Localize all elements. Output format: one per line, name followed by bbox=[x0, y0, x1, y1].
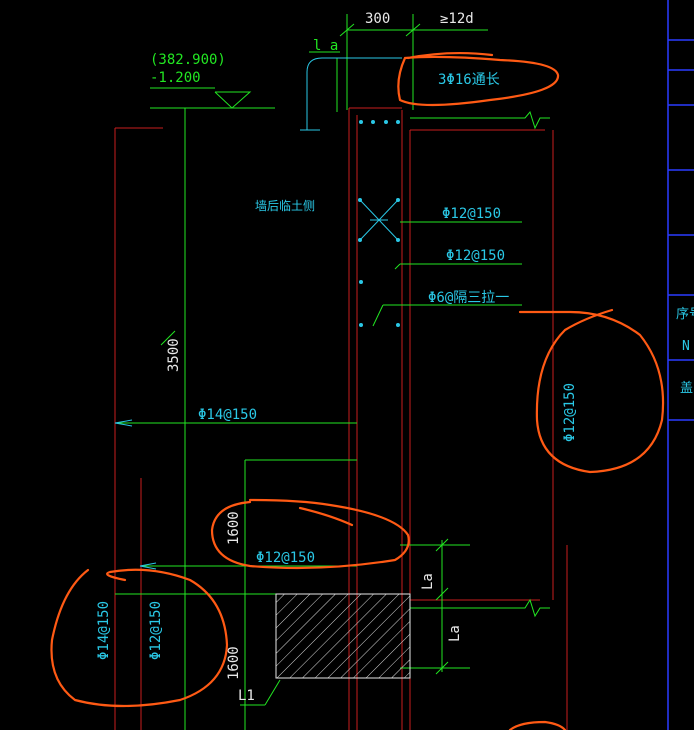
title-n-label: N bbox=[682, 339, 690, 354]
title-cover-label: 盖 bbox=[680, 381, 693, 396]
vert-bar-14-label: Φ14@150 bbox=[198, 407, 257, 423]
right-bar-label: Φ12@150 bbox=[562, 383, 578, 442]
markup-circle-right-bar bbox=[518, 308, 665, 474]
dim-la-right-upper: La bbox=[420, 573, 436, 590]
tie-bar-label: Φ6@隔三拉一 bbox=[428, 290, 509, 306]
title-seq-label: 序号 bbox=[676, 307, 694, 322]
dim-la-right-lower: La bbox=[447, 625, 463, 642]
left-bar-12-label: Φ12@150 bbox=[148, 601, 164, 660]
soil-side-label: 墙后临土侧 bbox=[255, 199, 315, 213]
markup-arc-bottom bbox=[508, 720, 567, 730]
mid-bar-12-label: Φ12@150 bbox=[256, 550, 315, 566]
dim-12d: ≥12d bbox=[440, 11, 474, 27]
dim-300: 300 bbox=[365, 11, 390, 27]
dim-la-top: l a bbox=[313, 38, 338, 54]
beam-l1-hatch bbox=[275, 593, 411, 679]
top-bars-label: 3Φ16通长 bbox=[438, 72, 500, 88]
rebar-details bbox=[114, 57, 402, 570]
elevation-rel: -1.200 bbox=[150, 70, 201, 86]
horiz-bar-1-label: Φ12@150 bbox=[442, 206, 501, 222]
dim-1600-upper: 1600 bbox=[226, 511, 242, 545]
break-symbols bbox=[410, 110, 550, 618]
horiz-bar-2-label: Φ12@150 bbox=[446, 248, 505, 264]
dim-3500: 3500 bbox=[166, 338, 182, 372]
beam-l1-label: L1 bbox=[238, 688, 255, 704]
markup-circle-mid bbox=[210, 498, 410, 570]
markup-circle-top-bars bbox=[397, 51, 560, 107]
elevation-paren: (382.900) bbox=[150, 52, 226, 68]
markup-annotations bbox=[50, 51, 665, 730]
dim-1600-lower: 1600 bbox=[226, 646, 242, 680]
markup-circle-left bbox=[50, 568, 229, 708]
rebar-dots bbox=[358, 120, 400, 327]
title-block-frame bbox=[667, 0, 694, 730]
left-bar-14-label: Φ14@150 bbox=[96, 601, 112, 660]
